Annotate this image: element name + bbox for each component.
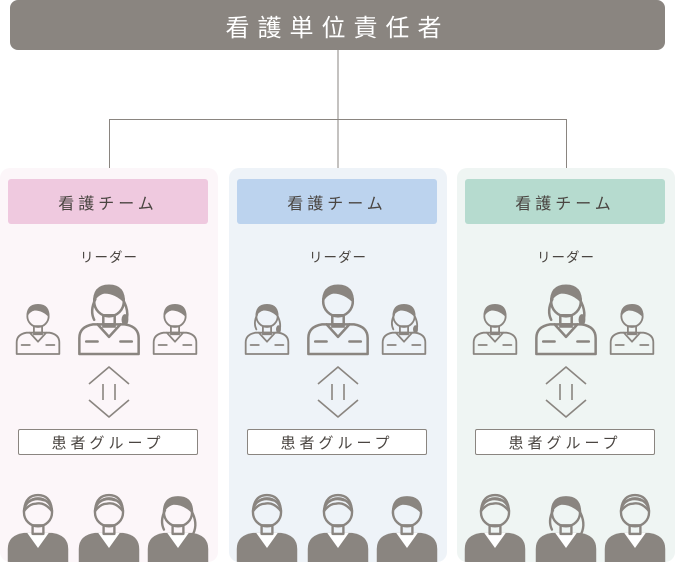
team-label-text: 看護チーム (515, 190, 615, 214)
patient-group-label-1: 患者グループ (18, 429, 198, 455)
bidirectional-arrow-icon (314, 364, 362, 420)
patient-group-label-text: 患者グループ (51, 432, 164, 453)
team-label-1: 看護チーム (8, 179, 208, 224)
woman-icon (148, 496, 208, 562)
leader-label: リーダー (229, 246, 447, 266)
team-label-text: 看護チーム (287, 190, 387, 214)
patient-group-label-2: 患者グループ (247, 429, 427, 455)
female-nurse-icon (383, 304, 426, 354)
patient-group (229, 473, 447, 562)
bidirectional-arrow-icon (542, 364, 590, 420)
leader-label: リーダー (457, 246, 675, 266)
elderly-woman-icon (465, 495, 525, 562)
elderly-man-icon (308, 495, 368, 562)
male-nurse-icon (474, 304, 517, 354)
nurse-members (0, 268, 218, 360)
team-label-2: 看護チーム (237, 179, 437, 224)
team-panel-1: 看護チーム リーダー 患者グループ (0, 168, 218, 562)
patient-group (0, 473, 218, 562)
nurse-members (457, 268, 675, 360)
leader-label: リーダー (0, 246, 218, 266)
female-nurse-leader-icon (79, 284, 138, 354)
female-nurse-icon (246, 304, 289, 354)
team-label-3: 看護チーム (465, 179, 665, 224)
elderly-woman-icon (79, 495, 139, 562)
woman-icon (536, 496, 596, 562)
team-label-text: 看護チーム (58, 190, 158, 214)
elderly-woman-icon (237, 495, 297, 562)
elderly-man-icon (605, 495, 665, 562)
patient-group-label-text: 患者グループ (508, 432, 621, 453)
bidirectional-arrow-icon (85, 364, 133, 420)
male-nurse-icon (154, 304, 197, 354)
team-panel-3: 看護チーム リーダー 患者グループ (457, 168, 675, 562)
team-panel-2: 看護チーム リーダー 患者グループ (229, 168, 447, 562)
male-nurse-leader-icon (308, 284, 367, 354)
nurse-members (229, 268, 447, 360)
patient-group-label-3: 患者グループ (475, 429, 655, 455)
patient-group-label-text: 患者グループ (280, 432, 393, 453)
male-nurse-icon (17, 304, 60, 354)
elderly-man-icon (8, 495, 68, 562)
female-nurse-leader-icon (536, 284, 595, 354)
man-icon (377, 496, 437, 562)
patient-group (457, 473, 675, 562)
male-nurse-icon (611, 304, 654, 354)
